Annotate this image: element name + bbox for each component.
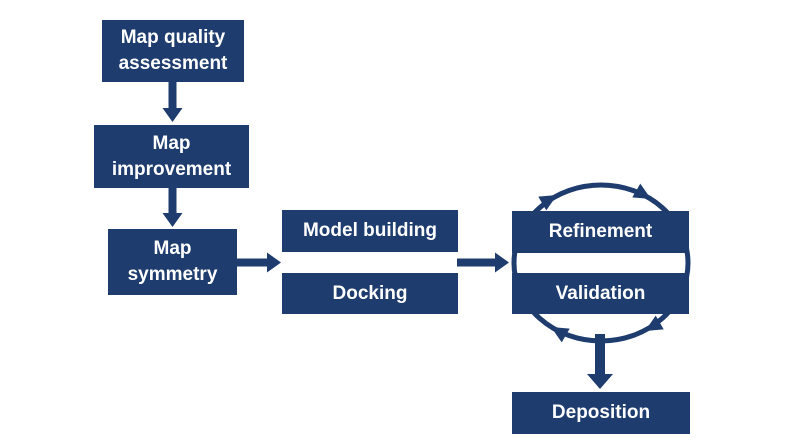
- node-map-improvement: Map improvement: [94, 125, 249, 188]
- node-map-symmetry: Map symmetry: [108, 229, 237, 295]
- node-refinement: Refinement: [512, 211, 689, 253]
- node-label: Refinement: [548, 221, 653, 242]
- node-label-line: assessment: [118, 53, 228, 74]
- node-label: Docking: [332, 282, 408, 304]
- node-model-building: Model building: [282, 210, 458, 252]
- node-label-line: Map: [153, 238, 192, 259]
- node-map-quality-assessment: Map quality assessment: [102, 20, 244, 82]
- node-label: Deposition: [551, 402, 651, 423]
- node-label: Validation: [555, 282, 646, 304]
- cycle-arrowhead-bottom-left: [551, 327, 570, 343]
- node-label-line: Map: [152, 132, 191, 154]
- node-label-line: symmetry: [127, 264, 218, 285]
- node-deposition: Deposition: [512, 392, 690, 434]
- cycle-ellipse: [511, 182, 691, 344]
- node-docking: Docking: [282, 273, 458, 314]
- cycle-arrowhead-top-left: [538, 195, 557, 211]
- cycle-arrowhead-top-right: [632, 183, 651, 199]
- node-label-line: improvement: [111, 158, 232, 180]
- cycle-arrowhead-bottom-right: [645, 315, 664, 331]
- node-label: Model building: [302, 220, 438, 241]
- node-validation: Validation: [512, 273, 689, 314]
- node-label-line: Map quality: [120, 27, 226, 48]
